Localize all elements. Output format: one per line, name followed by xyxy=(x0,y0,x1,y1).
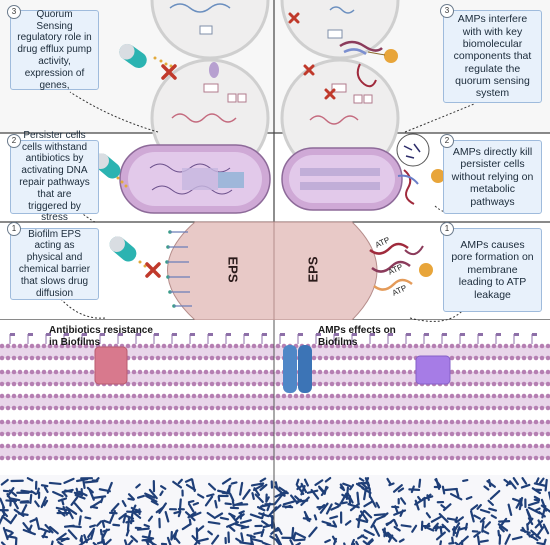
label-antibiotics-resistance: Antibiotics resistance in Biofilms xyxy=(49,325,153,348)
qs-cell-top-left xyxy=(150,0,270,60)
eps-label-right: EPS xyxy=(305,256,321,283)
callout-eps-barrier: Biofilm EPS acting as physical and chemi… xyxy=(10,228,99,300)
step-number: 1 xyxy=(440,222,454,236)
step-number: 2 xyxy=(7,134,21,148)
inhibition-x-icon xyxy=(161,64,177,80)
step-number: 2 xyxy=(440,134,454,148)
callout-text: AMPs causes pore formation on membrane l… xyxy=(451,239,534,301)
capsule-icon xyxy=(109,236,137,262)
step-number: 1 xyxy=(7,222,21,236)
callout-text: Persister cells cells withstand antibiot… xyxy=(19,129,90,224)
callout-text: AMPs interfere with with key biomolecula… xyxy=(453,13,532,100)
qs-cell-top-right xyxy=(280,0,400,60)
eps-label-left: EPS xyxy=(225,256,241,283)
callout-amp-pore: AMPs causes pore formation on membrane l… xyxy=(443,228,542,312)
step-number: 3 xyxy=(440,4,454,18)
step-number: 3 xyxy=(7,5,21,19)
callout-amp-persister: AMPs directly kill persister cells witho… xyxy=(443,140,542,214)
callout-amp-quorum: AMPs interfere with with key biomolecula… xyxy=(443,10,542,103)
callout-text: Quorum Sensing regulatory role in drug e… xyxy=(17,8,92,91)
capsule-icon xyxy=(119,43,147,69)
callout-persister-cells: Persister cells cells withstand antibiot… xyxy=(10,130,99,223)
amp-peptide-icon xyxy=(339,40,398,88)
porin-channel-icon xyxy=(283,345,312,393)
membrane-bilayer xyxy=(0,333,550,461)
callout-text: Biofilm EPS acting as physical and chemi… xyxy=(18,228,91,299)
label-amps-effects: AMPs effects on Biofilms xyxy=(318,325,396,348)
callout-quorum-sensing: Quorum Sensing regulatory role in drug e… xyxy=(10,8,99,91)
biofilm-matrix xyxy=(0,476,550,545)
bacterium-icon xyxy=(119,144,271,214)
bacterium-icon xyxy=(281,147,403,211)
callout-text: AMPs directly kill persister cells witho… xyxy=(451,146,534,208)
